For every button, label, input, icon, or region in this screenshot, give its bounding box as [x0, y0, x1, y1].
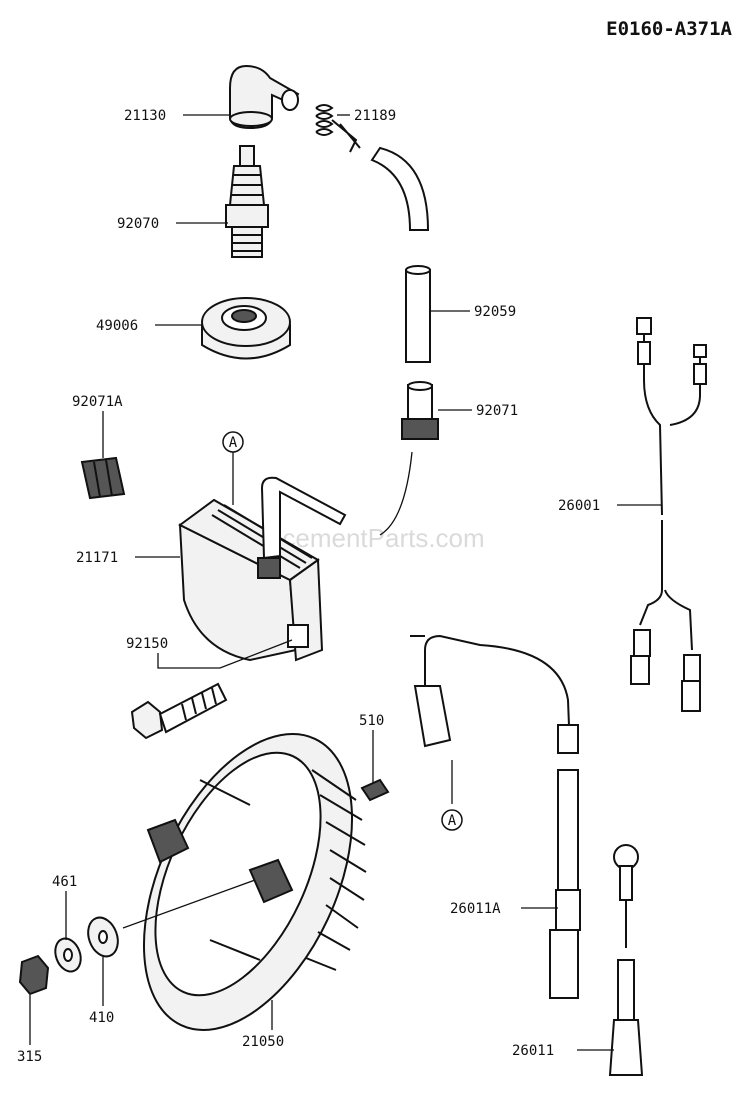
part-label-21130: 21130	[124, 108, 166, 124]
svg-text:A: A	[229, 435, 238, 451]
part-label-510: 510	[359, 713, 384, 729]
hv-wire	[379, 451, 413, 536]
part-label-92150: 92150	[126, 636, 168, 652]
key-510	[360, 778, 390, 802]
cover-49006	[201, 297, 291, 360]
spring-21189	[315, 104, 361, 153]
svg-text:A: A	[448, 813, 457, 829]
lead-wire-26011	[608, 844, 644, 1076]
part-label-461: 461	[52, 874, 77, 890]
part-label-26011A: 26011A	[450, 901, 501, 917]
part-label-92071A: 92071A	[72, 394, 123, 410]
plug-cap-21130	[229, 64, 300, 130]
part-label-21050: 21050	[242, 1034, 284, 1050]
washer-410	[87, 916, 119, 958]
part-label-92071: 92071	[476, 403, 518, 419]
part-label-92070: 92070	[117, 216, 159, 232]
leader-flywheel-shaft	[122, 879, 256, 929]
part-label-315: 315	[17, 1049, 42, 1065]
grommet-92071A	[80, 456, 126, 500]
bolt-92150	[130, 682, 228, 740]
lead-wire-26011A	[410, 634, 581, 999]
part-label-21171: 21171	[76, 550, 118, 566]
ignition-coil-21171	[178, 476, 347, 662]
tube-92059	[370, 146, 431, 363]
leader-92150	[157, 639, 293, 669]
grommet-92071	[401, 381, 439, 440]
wiring-harness-26001	[630, 317, 707, 712]
part-label-26011: 26011	[512, 1043, 554, 1059]
callout-circle-a-bottom: A	[441, 809, 463, 831]
part-label-410: 410	[89, 1010, 114, 1026]
callout-circle-a-top: A	[222, 431, 244, 453]
diagram-code: E0160-A371A	[606, 18, 732, 40]
spark-plug-92070	[225, 145, 269, 258]
part-label-92059: 92059	[474, 304, 516, 320]
nut-315	[18, 954, 50, 996]
part-label-49006: 49006	[96, 318, 138, 334]
part-label-21189: 21189	[354, 108, 396, 124]
lock-washer-461	[54, 937, 82, 973]
part-label-26001: 26001	[558, 498, 600, 514]
